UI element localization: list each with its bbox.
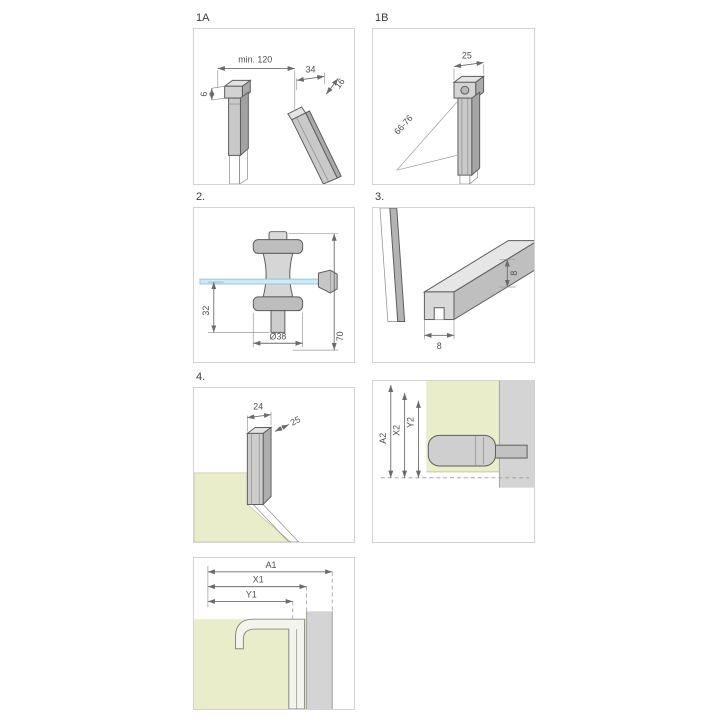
roller-wheel — [460, 85, 470, 95]
dimensions: 24 25 — [247, 402, 302, 432]
panel-1a: min. 120 34 16 6 — [193, 28, 355, 185]
panel-6-drawing: A1 X1 Y1 — [194, 560, 333, 709]
panel-2: 32 Ø38 70 — [193, 207, 355, 363]
dim-label-6: 6 — [199, 92, 209, 97]
dim-label-x1: X1 — [253, 575, 264, 585]
panel-5: A2 X2 Y2 — [372, 380, 535, 543]
wall-area — [306, 611, 333, 709]
dimensions: A2 X2 Y2 — [378, 384, 421, 478]
roller-assembly — [252, 231, 304, 333]
door-profile — [452, 75, 486, 177]
dim-label-25: 25 — [289, 414, 302, 427]
dim-label-25: 25 — [462, 51, 472, 61]
panel-2-drawing: 32 Ø38 70 — [199, 231, 345, 351]
corner-profile — [235, 618, 306, 709]
dim-label-y2: Y2 — [405, 417, 415, 428]
dim-label-70: 70 — [335, 331, 345, 341]
dim-label-y1: Y1 — [246, 589, 257, 599]
dim-label-range: 66-76 — [392, 113, 415, 137]
dim-label-x2: X2 — [392, 425, 402, 436]
dimensions: min. 120 34 16 6 — [199, 55, 347, 110]
door-handle — [427, 434, 528, 467]
panel-2-label: 2. — [196, 191, 206, 203]
dim-label-d38: Ø38 — [270, 331, 287, 341]
panel-4-label: 4. — [196, 371, 206, 383]
panel-5-drawing: A2 X2 Y2 — [378, 381, 534, 488]
panel-4-drawing: 24 25 — [194, 402, 302, 542]
dim-label-8h: 8 — [437, 341, 442, 351]
dimensions: 8 8 — [424, 258, 519, 351]
wall-profile — [245, 426, 273, 506]
dim-label-32: 32 — [201, 306, 211, 316]
bottom-rail-profile — [422, 240, 534, 321]
dim-label-24: 24 — [253, 402, 263, 412]
dim-label-8v: 8 — [509, 271, 519, 276]
panel-3-label: 3. — [375, 191, 385, 203]
glass-groove — [433, 307, 445, 320]
panel-3: 8 8 — [372, 207, 535, 363]
glass-edge — [379, 208, 406, 323]
panel-1b-drawing: 25 66-76 — [392, 51, 486, 184]
panel-1a-drawing: min. 120 34 16 6 — [199, 55, 347, 184]
panel-1a-label: 1A — [196, 12, 210, 24]
dimensions: 32 Ø38 70 — [201, 233, 345, 351]
dim-label-min120: min. 120 — [238, 55, 272, 65]
door-profile — [287, 106, 342, 184]
panel-1b: 25 66-76 — [372, 28, 535, 185]
dim-label-16: 16 — [333, 76, 347, 90]
dim-label-a1: A1 — [266, 560, 277, 570]
wall-area — [499, 381, 534, 488]
panel-4: 24 25 — [193, 387, 355, 543]
panel-6: A1 X1 Y1 — [193, 557, 355, 710]
panel-1b-label: 1B — [375, 12, 389, 24]
dimensions: A1 X1 Y1 — [207, 560, 333, 620]
dim-label-a2: A2 — [378, 433, 388, 444]
wall-profile — [223, 79, 252, 157]
dim-label-34: 34 — [306, 64, 316, 74]
panel-3-drawing: 8 8 — [379, 208, 534, 351]
wall-profile-edge — [389, 208, 406, 323]
floor-surface — [194, 472, 292, 542]
glass-door-surface — [194, 619, 307, 709]
